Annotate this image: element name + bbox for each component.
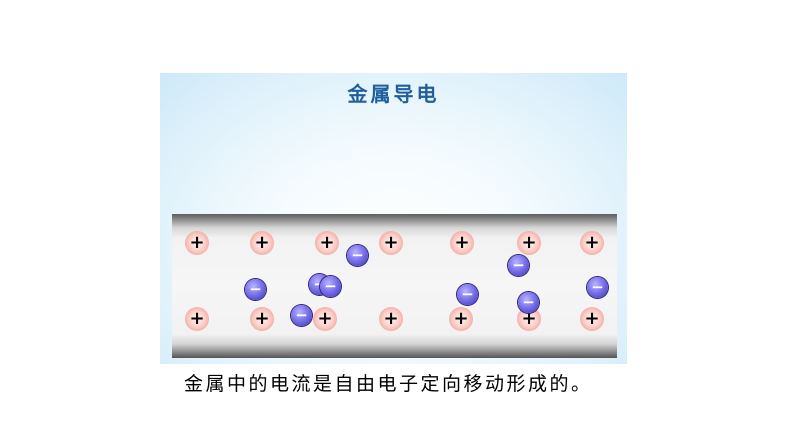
positive-ion: + (449, 307, 473, 331)
positive-ion: + (379, 231, 403, 255)
diagram-caption: 金属中的电流是自由电子定向移动形成的。 (184, 373, 593, 395)
free-electron: − (508, 255, 529, 276)
positive-ion: + (250, 231, 274, 255)
positive-ion: + (580, 307, 604, 331)
diagram-title: 金属导电 (347, 82, 440, 106)
metal-wire: + + + + + + + + + + + + + + − − − − − − … (172, 214, 617, 358)
positive-ion: + (517, 231, 541, 255)
free-electron: − (587, 277, 608, 298)
positive-ion: + (185, 231, 209, 255)
free-electron: − (245, 279, 266, 300)
positive-ion: + (315, 231, 339, 255)
diagram-panel: 金属导电 + + + + + + + + + + + + + + − − − −… (160, 73, 627, 364)
free-electron: − (347, 245, 368, 266)
positive-ion: + (185, 307, 209, 331)
positive-ion: + (379, 307, 403, 331)
positive-ion: + (580, 231, 604, 255)
positive-ion: + (313, 307, 337, 331)
positive-ion: + (250, 307, 274, 331)
free-electron: − (457, 284, 478, 305)
free-electron: − (518, 292, 539, 313)
positive-ion: + (450, 231, 474, 255)
free-electron: − (320, 276, 341, 297)
free-electron: − (291, 305, 312, 326)
